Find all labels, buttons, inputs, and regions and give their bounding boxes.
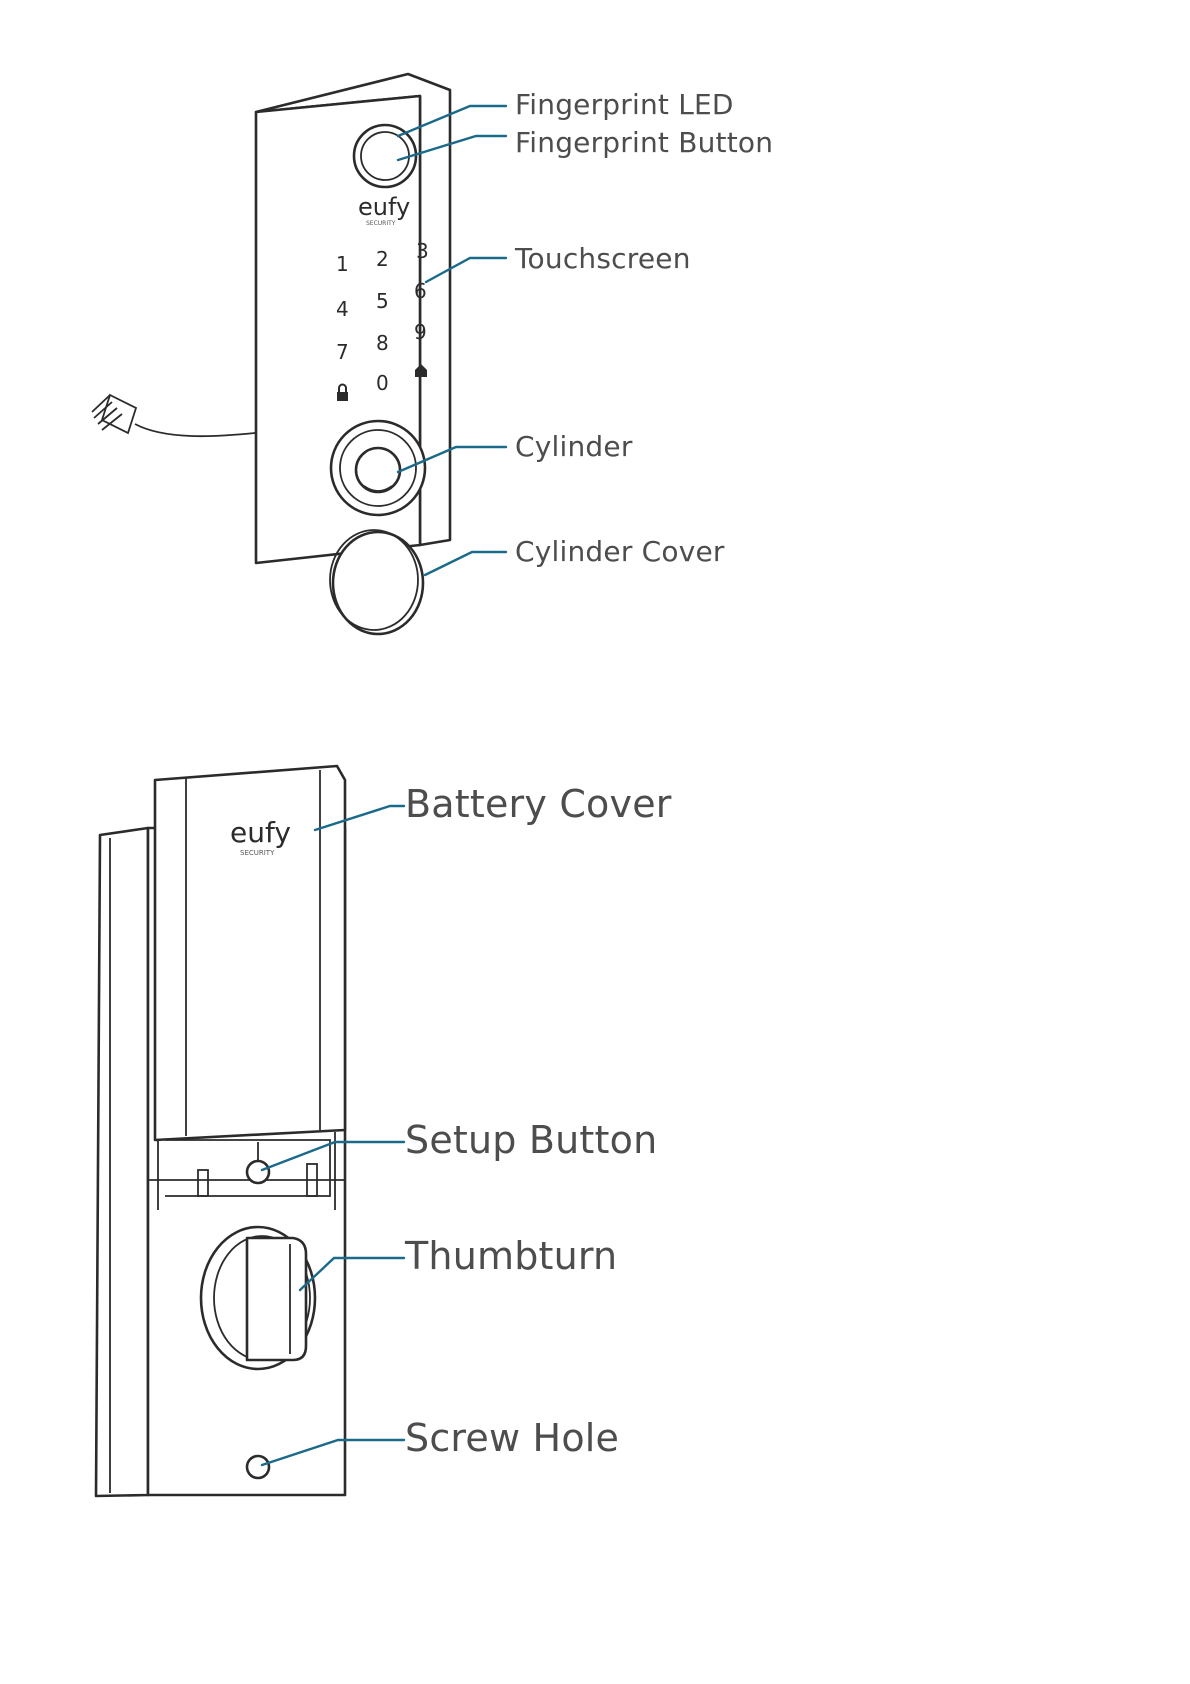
front-brand-sub: SECURITY: [366, 220, 396, 227]
key-3: 3: [416, 239, 429, 263]
wire-cable: [135, 424, 255, 436]
label-fingerprint-button: Fingerprint Button: [515, 126, 773, 159]
key-7: 7: [336, 340, 349, 364]
label-screw-hole: Screw Hole: [405, 1416, 619, 1460]
front-brand-logo: eufy: [358, 193, 410, 221]
back-lock-unit: eufy SECURITY: [96, 766, 345, 1496]
battery-cover: eufy SECURITY: [155, 766, 345, 1140]
front-lock-unit: eufy SECURITY 1 2 3 4 5 6 7 8 9 0: [92, 74, 450, 634]
wire-connector: [92, 395, 136, 433]
key-9: 9: [414, 320, 427, 344]
key-0: 0: [376, 371, 389, 395]
label-thumbturn: Thumbturn: [405, 1234, 617, 1278]
label-battery-cover: Battery Cover: [405, 782, 672, 826]
setup-button: [247, 1161, 269, 1183]
key-8: 8: [376, 331, 389, 355]
key-6: 6: [414, 279, 427, 303]
screw-hole: [247, 1456, 269, 1478]
back-brand-logo: eufy: [230, 816, 291, 849]
thumbturn: [201, 1227, 315, 1369]
fingerprint-sensor: [354, 125, 416, 187]
label-cylinder-cover: Cylinder Cover: [515, 535, 725, 568]
key-4: 4: [336, 297, 349, 321]
label-setup-button: Setup Button: [405, 1118, 657, 1162]
label-touchscreen: Touchscreen: [515, 242, 691, 275]
label-cylinder: Cylinder: [515, 430, 633, 463]
key-1: 1: [336, 252, 349, 276]
back-brand-sub: SECURITY: [240, 849, 275, 857]
cylinder: [331, 421, 425, 515]
leader-cylinder-cover: [425, 552, 506, 575]
back-plate: [96, 828, 148, 1496]
key-2: 2: [376, 247, 389, 271]
label-fingerprint-led: Fingerprint LED: [515, 88, 734, 121]
key-5: 5: [376, 289, 389, 313]
